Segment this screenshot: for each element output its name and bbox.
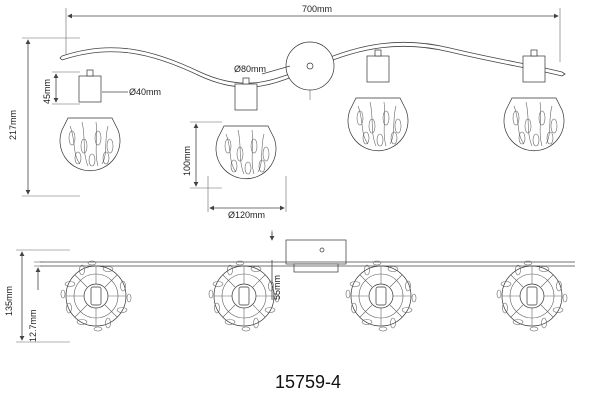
top-view [16,230,575,343]
base-depth-label: 55mm [272,275,282,300]
base-diameter-label: Ø80mm [234,64,266,74]
shade-diameter-label: Ø120mm [228,210,265,220]
socket-diameter-label: Ø40mm [129,87,161,97]
shade-height-label: 100mm [182,146,192,176]
model-number: 15759-4 [275,372,341,392]
socket-height-label: 45mm [42,79,52,104]
total-height-label: 217mm [8,110,18,140]
front-view [22,8,566,212]
rail-thickness-label: 12.7mm [28,309,38,342]
depth-label: 135mm [4,286,14,316]
total-width-label: 700mm [302,4,332,14]
